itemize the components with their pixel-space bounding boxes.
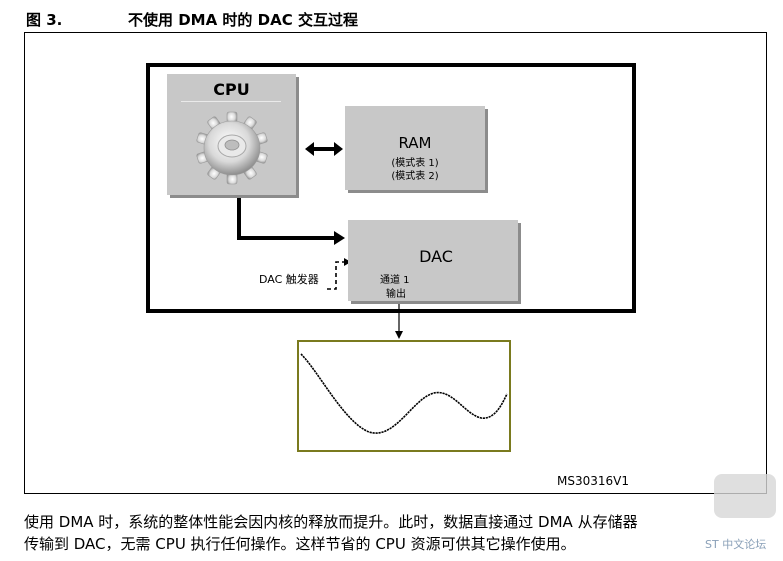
ram-pattern-table-1: (模式表 1)	[391, 158, 439, 169]
trigger-arrow	[327, 258, 351, 290]
paragraph-line-2: 传输到 DAC，无需 CPU 执行任何操作。这样节省的 CPU 资源可供其它操作…	[24, 535, 576, 553]
cpu-block: CPU	[167, 74, 296, 195]
dac-label: DAC	[419, 247, 453, 266]
ram-label: RAM	[398, 134, 432, 152]
ram-block: RAM (模式表 1) (模式表 2)	[345, 106, 485, 190]
forum-logo	[714, 474, 776, 518]
figure-title: 不使用 DMA 时的 DAC 交互过程	[128, 11, 358, 29]
dac-output-label: 输出	[386, 289, 406, 300]
paragraph-line-1: 使用 DMA 时，系统的整体性能会因内核的释放而提升。此时，数据直接通过 DMA…	[24, 513, 638, 531]
forum-watermark-text: ST 中文论坛	[705, 538, 767, 551]
cpu-label: CPU	[213, 80, 250, 99]
output-waveform	[300, 353, 508, 434]
figure-number: 图 3.	[26, 11, 63, 29]
dac-channel-label: 通道 1	[380, 275, 410, 286]
forum-watermark: ST 中文论坛	[700, 474, 778, 554]
dac-trigger-label: DAC 触发器	[259, 273, 319, 286]
cpu-dac-arrow	[237, 196, 345, 245]
figure-model-id: MS30316V1	[557, 474, 629, 488]
cpu-ram-arrow	[305, 142, 343, 156]
output-waveform-box	[297, 340, 511, 452]
output-arrow	[395, 301, 403, 339]
cpu-divider	[181, 101, 281, 102]
body-paragraph: 使用 DMA 时，系统的整体性能会因内核的释放而提升。此时，数据直接通过 DMA…	[24, 511, 776, 555]
gear-icon	[196, 111, 268, 185]
system-boundary	[146, 63, 636, 313]
dac-block: DAC 通道 1 输出	[348, 220, 518, 301]
ram-pattern-table-2: (模式表 2)	[391, 171, 439, 182]
figure-frame	[24, 32, 767, 494]
